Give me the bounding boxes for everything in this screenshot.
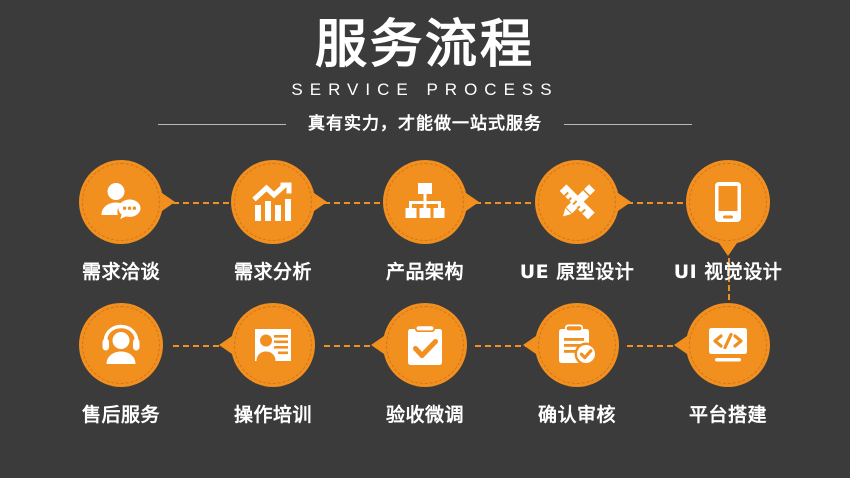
header: 服务流程 SERVICE PROCESS 真有实力，才能做一站式服务 (0, 14, 850, 135)
step-circle (535, 160, 631, 244)
dashed-ring (234, 163, 312, 241)
page-subtitle-en: SERVICE PROCESS (291, 80, 559, 99)
step-circle (79, 160, 175, 244)
step-circle (371, 303, 467, 387)
step-label: 售后服务 (81, 404, 160, 426)
step-label: UE 原型设计 (519, 261, 635, 283)
connector-5-to-10 (728, 258, 730, 300)
arrow-tail-right (618, 193, 631, 211)
connector-3-to-4 (475, 202, 531, 204)
step-label: 平台搭建 (688, 404, 767, 426)
step-label: 操作培训 (233, 404, 312, 426)
connector-2-to-3 (324, 202, 380, 204)
divider-line-right (564, 123, 692, 125)
subhead-text: 真有实力，才能做一站式服务 (308, 114, 542, 134)
step-circle (231, 160, 327, 244)
dashed-ring (386, 163, 464, 241)
process-row-2: 售后服务 (0, 303, 850, 433)
process-step-confirm-review[interactable]: 确认审核 (507, 303, 647, 427)
pencil-ruler-icon (535, 160, 619, 244)
arrow-tail-right (466, 193, 479, 211)
step-label: 需求洽谈 (81, 261, 160, 283)
code-monitor-icon (686, 303, 770, 387)
headset-support-icon (79, 303, 163, 387)
process-step-platform-build[interactable]: 平台搭建 (658, 303, 798, 427)
step-circle (686, 160, 770, 256)
step-circle (219, 303, 315, 387)
process-step-ui-visual[interactable]: UI 视觉设计 (658, 160, 798, 284)
connector-8-to-7 (324, 345, 380, 347)
connector-9-to-8 (475, 345, 531, 347)
step-label: 产品架构 (385, 261, 464, 283)
subhead-row: 真有实力，才能做一站式服务 (0, 113, 850, 135)
arrow-tail-left (219, 336, 232, 354)
step-label: 确认审核 (537, 404, 616, 426)
arrow-tail-left (674, 336, 687, 354)
process-step-operation-training[interactable]: 操作培训 (203, 303, 343, 427)
connector-1-to-2 (173, 202, 229, 204)
step-circle (79, 303, 163, 387)
presentation-training-icon (231, 303, 315, 387)
connector-4-to-5 (627, 202, 683, 204)
step-circle (383, 160, 479, 244)
person-chat-icon (79, 160, 163, 244)
mobile-device-icon (686, 160, 770, 244)
connector-10-to-9 (627, 345, 683, 347)
process-row-1: 需求洽谈 需求分析 (0, 160, 850, 290)
dashed-ring (82, 163, 160, 241)
arrow-tail-right (162, 193, 175, 211)
process-step-acceptance-tuning[interactable]: 验收微调 (355, 303, 495, 427)
dashed-ring (538, 306, 616, 384)
page-title: 服务流程 (314, 15, 535, 75)
step-label: 验收微调 (385, 404, 464, 426)
dashed-ring (82, 306, 160, 384)
arrow-tail-down (719, 243, 737, 256)
step-circle (523, 303, 619, 387)
process-step-after-sales[interactable]: 售后服务 (51, 303, 191, 427)
step-label: UI 视觉设计 (673, 261, 783, 283)
dashed-ring (689, 306, 767, 384)
process-step-ue-prototype[interactable]: UE 原型设计 (507, 160, 647, 284)
bar-chart-growth-icon (231, 160, 315, 244)
arrow-tail-left (523, 336, 536, 354)
arrow-tail-right (314, 193, 327, 211)
process-step-requirement-talk[interactable]: 需求洽谈 (51, 160, 191, 284)
dashed-ring (386, 306, 464, 384)
arrow-tail-left (371, 336, 384, 354)
step-circle (674, 303, 770, 387)
hierarchy-icon (383, 160, 467, 244)
dashed-ring (689, 163, 767, 241)
process-step-requirement-analysis[interactable]: 需求分析 (203, 160, 343, 284)
process-step-product-architecture[interactable]: 产品架构 (355, 160, 495, 284)
step-label: 需求分析 (233, 261, 312, 283)
dashed-ring (234, 306, 312, 384)
dashed-ring (538, 163, 616, 241)
clipboard-verified-icon (535, 303, 619, 387)
clipboard-check-icon (383, 303, 467, 387)
divider-line-left (158, 123, 286, 125)
connector-7-to-6 (173, 345, 229, 347)
